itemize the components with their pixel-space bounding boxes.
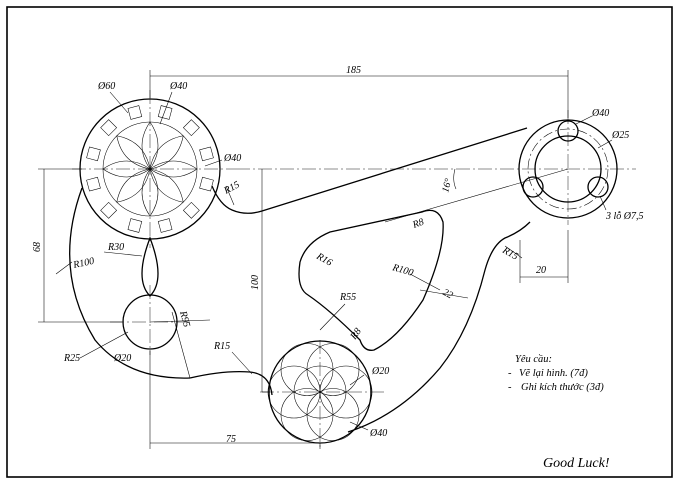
dim-right-offset: 20 xyxy=(536,265,546,276)
rosette-petals xyxy=(102,121,198,217)
footer-good-luck: Good Luck! xyxy=(543,456,610,471)
diamond xyxy=(199,176,214,192)
lens-r30 xyxy=(141,236,159,297)
petal xyxy=(149,135,184,170)
diamond xyxy=(86,146,101,162)
center-lines xyxy=(72,90,636,448)
dimension-lines xyxy=(38,70,613,449)
diamond xyxy=(182,119,200,137)
bottom-petal-circle xyxy=(306,343,360,396)
dim-right-outer: Ø40 xyxy=(591,108,609,119)
diamond xyxy=(86,176,101,192)
diamond xyxy=(157,218,173,233)
dim-bottom-length: 75 xyxy=(226,434,236,445)
diamond xyxy=(182,201,200,219)
dim-r55: R55 xyxy=(339,292,356,303)
dim-r95: R95 xyxy=(177,309,192,328)
requirements-title: Yêu cầu: xyxy=(515,354,552,365)
outer-profile xyxy=(69,127,531,433)
rosette-diamonds xyxy=(86,105,214,233)
dim-holes: 3 lỗ Ø7,5 xyxy=(605,211,644,222)
bottom-rosette xyxy=(267,343,373,441)
diamond xyxy=(157,105,173,120)
requirements-dash-1: - xyxy=(508,368,512,379)
dim-slot-r16: R16 xyxy=(314,251,334,269)
dim-right-inner: Ø25 xyxy=(611,130,629,141)
small-circle xyxy=(122,294,178,350)
petal xyxy=(149,168,184,203)
diamond xyxy=(100,201,118,219)
dim-fillet-bottom: R15 xyxy=(213,341,230,352)
right-boss xyxy=(518,119,618,219)
dim-r25: R25 xyxy=(63,353,80,364)
dim-arc-r100-left: R100 xyxy=(71,256,95,271)
dim-big-boss: Ø40 xyxy=(223,153,241,164)
dim-slot-r8-top: R8 xyxy=(410,217,425,231)
diamond xyxy=(127,218,143,233)
dim-slot-width: 22 xyxy=(441,287,455,301)
inner-slot xyxy=(298,209,444,351)
dim-bottom-outer: Ø40 xyxy=(369,428,387,439)
dim-big-outer: Ø60 xyxy=(97,81,115,92)
dim-185: 185 xyxy=(346,65,361,76)
dim-angle: 16° xyxy=(440,177,454,193)
dim-small-circle: Ø20 xyxy=(113,353,131,364)
petal xyxy=(116,168,151,203)
dim-arc-r30: R30 xyxy=(107,242,124,253)
sheet-border xyxy=(6,6,673,478)
dim-slot-r8-bottom: R8 xyxy=(348,326,364,342)
dim-fillet-right: R15 xyxy=(500,245,520,263)
petal xyxy=(141,121,159,170)
dim-vertical-68: 68 xyxy=(32,242,43,252)
dim-fillet-top: R15 xyxy=(221,179,241,197)
diamond xyxy=(127,105,143,120)
petal xyxy=(102,160,151,178)
diamond xyxy=(100,119,118,137)
dim-bottom-inner: Ø20 xyxy=(371,366,389,377)
dim-slot-r100: R100 xyxy=(390,262,414,279)
requirements-item-1: Vẽ lại hình. (7đ) xyxy=(519,368,588,379)
bottom-petal-circle xyxy=(280,343,334,396)
requirements-note: Yêu cầu: - Vẽ lại hình. (7đ) - Ghi kích … xyxy=(508,354,604,393)
petal xyxy=(149,160,198,178)
dim-vertical-100: 100 xyxy=(250,275,261,290)
diamond xyxy=(199,146,214,162)
petal xyxy=(141,168,159,217)
requirements-item-2: Ghi kích thước (3đ) xyxy=(521,382,604,393)
petal xyxy=(116,135,151,170)
dim-big-inner: Ø40 xyxy=(169,81,187,92)
requirements-dash-2: - xyxy=(508,382,512,393)
